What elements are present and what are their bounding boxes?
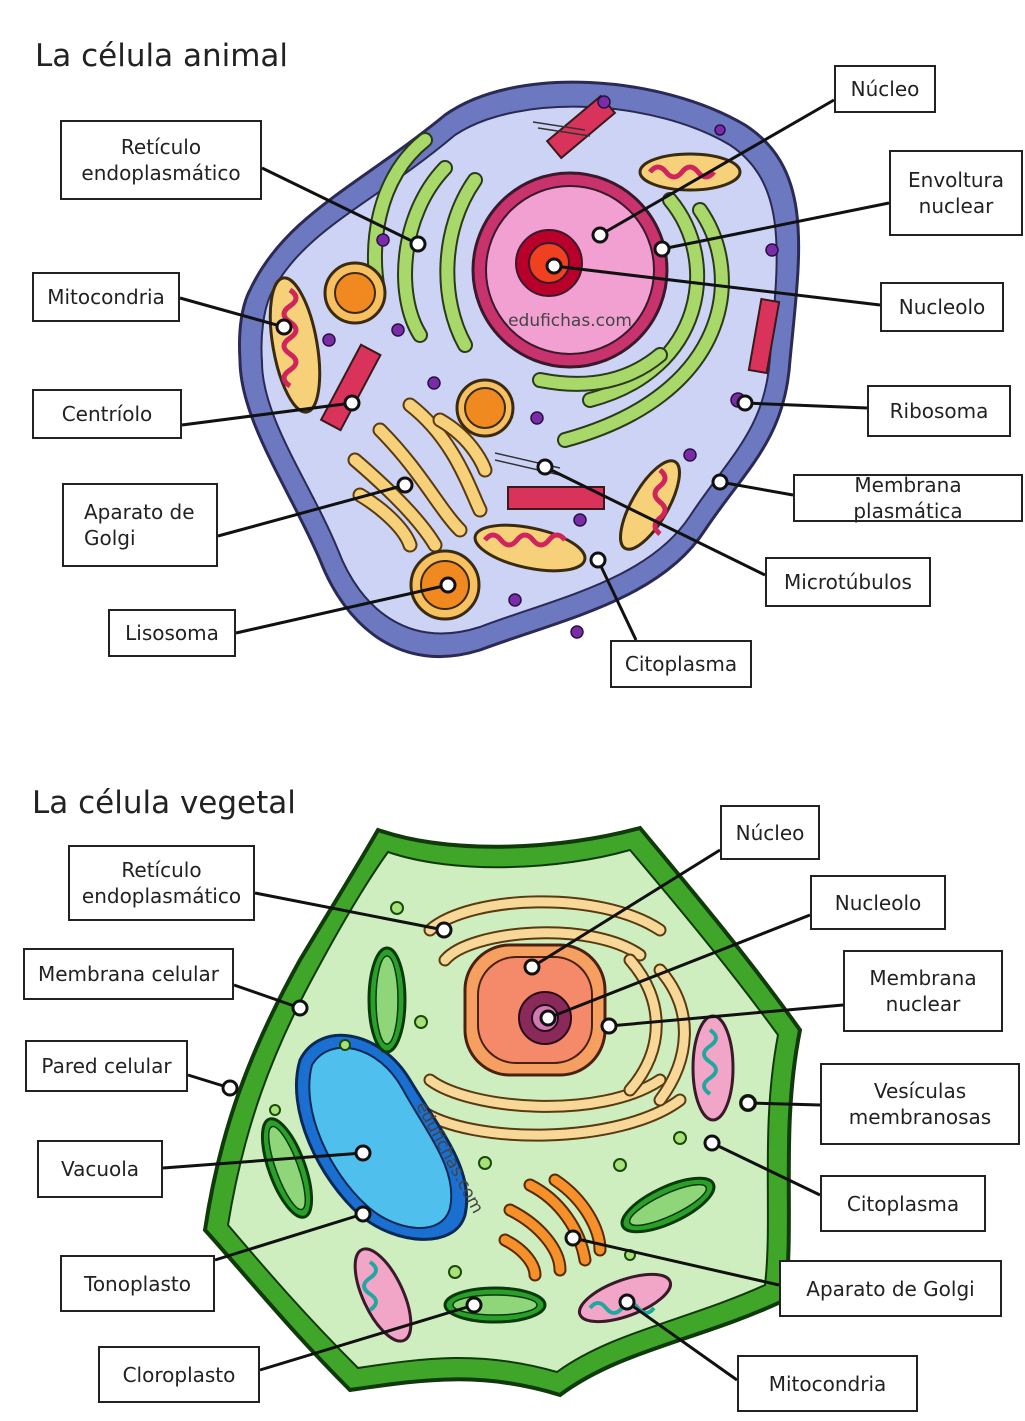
label-animal-nucleolo: Nucleolo [880, 282, 1004, 332]
plant-title: La célula vegetal [32, 785, 296, 821]
label-plant-citoplasma: Citoplasma [820, 1175, 986, 1232]
animal-mitochondria [268, 152, 742, 573]
animal-watermark: edufichas.com [508, 311, 632, 331]
animal-leader-lines [179, 98, 890, 641]
label-animal-citoplasma: Citoplasma [610, 640, 752, 688]
animal-cell: edufichas.com [179, 80, 890, 659]
label-animal-lisosoma: Lisosoma [108, 609, 236, 657]
animal-er [366, 132, 730, 448]
label-animal-ribosoma: Ribosoma [867, 385, 1011, 437]
label-plant-nucleo: Núcleo [720, 805, 820, 860]
label-animal-golgi: Aparato de Golgi [62, 483, 218, 567]
plant-vacuole [308, 1046, 453, 1230]
label-plant-cloroplasto: Cloroplasto [98, 1346, 260, 1403]
animal-golgi [347, 397, 493, 553]
animal-centrioles [319, 94, 781, 510]
animal-leader-dots [275, 226, 754, 594]
label-plant-membrana-nuclear: Membrana nuclear [843, 950, 1003, 1032]
plant-cell: edufichas.com [162, 825, 844, 1398]
animal-ribosomes [322, 95, 779, 639]
label-animal-microtubulos: Microtúbulos [765, 557, 931, 607]
label-animal-reticulo: Retículo endoplasmático [60, 120, 262, 200]
animal-title: La célula animal [35, 38, 289, 74]
label-plant-golgi: Aparato de Golgi [779, 1260, 1002, 1317]
plant-chloroplasts [260, 946, 716, 1324]
label-plant-mitocondria: Mitocondria [737, 1355, 918, 1412]
plant-er [413, 895, 691, 1142]
plant-leader-lines [162, 848, 844, 1382]
label-plant-tonoplasto: Tonoplasto [60, 1255, 215, 1312]
label-plant-nucleolo: Nucleolo [810, 875, 946, 930]
label-plant-membrana-celular: Membrana celular [23, 948, 234, 1000]
label-plant-vesiculas: Vesículas membranosas [820, 1063, 1020, 1145]
label-animal-centriolo: Centríolo [32, 389, 182, 439]
label-animal-mitocondria: Mitocondria [32, 272, 180, 322]
label-plant-vacuola: Vacuola [37, 1140, 163, 1198]
label-plant-reticulo: Retículo endoplasmático [68, 845, 255, 921]
label-plant-pared: Pared celular [25, 1040, 188, 1092]
label-animal-envoltura: Envoltura nuclear [889, 150, 1023, 236]
plant-leader-dots [221, 921, 757, 1314]
label-animal-membrana: Membrana plasmática [793, 473, 1023, 523]
animal-microtubules [494, 121, 591, 476]
label-animal-nucleo: Núcleo [834, 65, 936, 113]
